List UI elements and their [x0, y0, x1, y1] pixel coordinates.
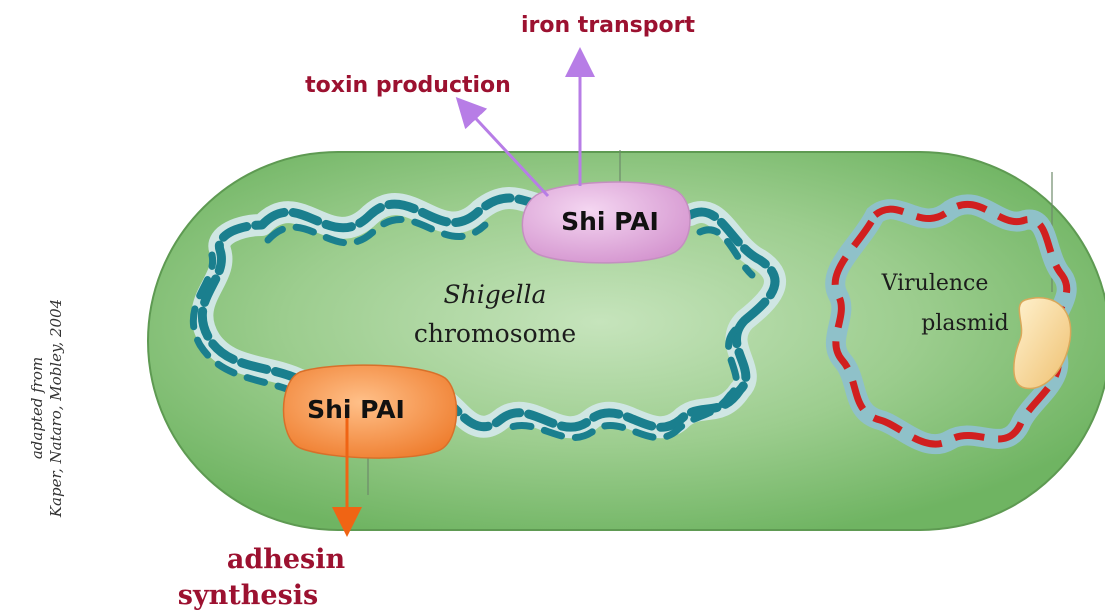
credit-line-1: adapted from	[28, 357, 46, 459]
shigella-label: Shigella	[444, 280, 547, 309]
plasmid-label: plasmid	[921, 311, 1009, 336]
virulence-plasmid-dna	[825, 194, 1077, 455]
chromosome-label: chromosome	[414, 319, 576, 348]
plasmid-insert	[1013, 296, 1072, 390]
shi-pai-bottom-island	[282, 364, 458, 459]
synthesis-label: synthesis	[178, 580, 318, 611]
shi-pai-top-island	[521, 181, 691, 264]
toxin-production-arrow	[455, 97, 550, 198]
source-credit: adapted from Kaper, Nataro, Mobley, 2004	[28, 299, 65, 518]
adhesin-label: adhesin	[227, 544, 346, 575]
credit-line-2: Kaper, Nataro, Mobley, 2004	[47, 299, 65, 518]
shi-pai-bottom-label: Shi PAI	[307, 395, 405, 424]
iron-transport-label: iron transport	[521, 13, 696, 38]
shi-pai-top-label: Shi PAI	[561, 207, 659, 236]
chromosome-dna	[190, 187, 786, 442]
virulence-label: Virulence	[881, 271, 989, 296]
toxin-production-label: toxin production	[305, 73, 511, 98]
